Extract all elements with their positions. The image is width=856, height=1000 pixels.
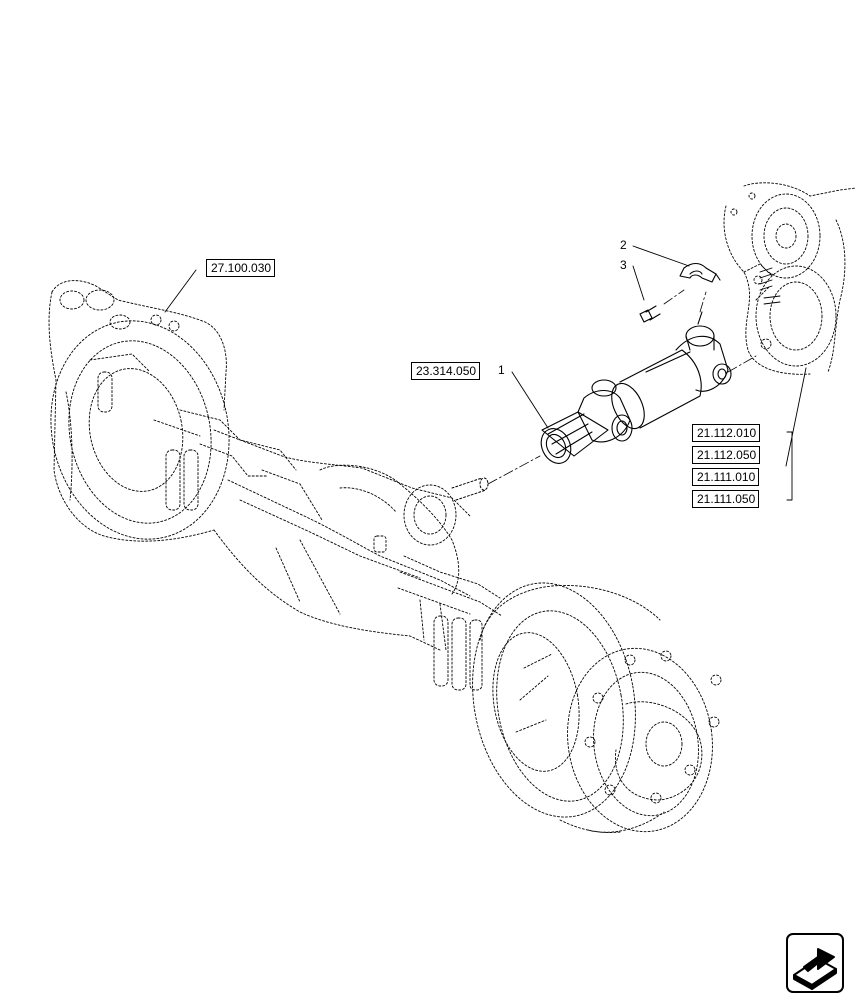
callout-shaft: 1: [498, 363, 505, 377]
callout-clamp: 2: [620, 238, 627, 252]
clamp-drawing: [679, 262, 721, 283]
transmission-reference-box-4[interactable]: 21.111.050: [692, 490, 760, 508]
leader-lines: [164, 245, 807, 501]
transmission-casing-drawing: [723, 182, 856, 375]
front-axle-drawing: [48, 280, 722, 833]
assembly-axis-lines: [487, 289, 757, 485]
transmission-reference-box-2[interactable]: 21.112.050: [692, 446, 761, 464]
axle-reference-box[interactable]: 27.100.030: [206, 259, 276, 277]
next-page-button[interactable]: [786, 933, 844, 993]
screw-drawing: [639, 305, 661, 323]
drive-shaft-drawing: [540, 311, 732, 464]
transmission-output-flange: [759, 267, 781, 305]
axle-pinion-stub: [451, 477, 489, 501]
transmission-reference-box-1[interactable]: 21.112.010: [692, 424, 761, 442]
shaft-reference-box[interactable]: 23.314.050: [411, 362, 481, 380]
callout-screw: 3: [620, 258, 627, 272]
transmission-reference-box-3[interactable]: 21.111.010: [692, 468, 760, 486]
next-page-arrow-icon: [793, 948, 837, 990]
